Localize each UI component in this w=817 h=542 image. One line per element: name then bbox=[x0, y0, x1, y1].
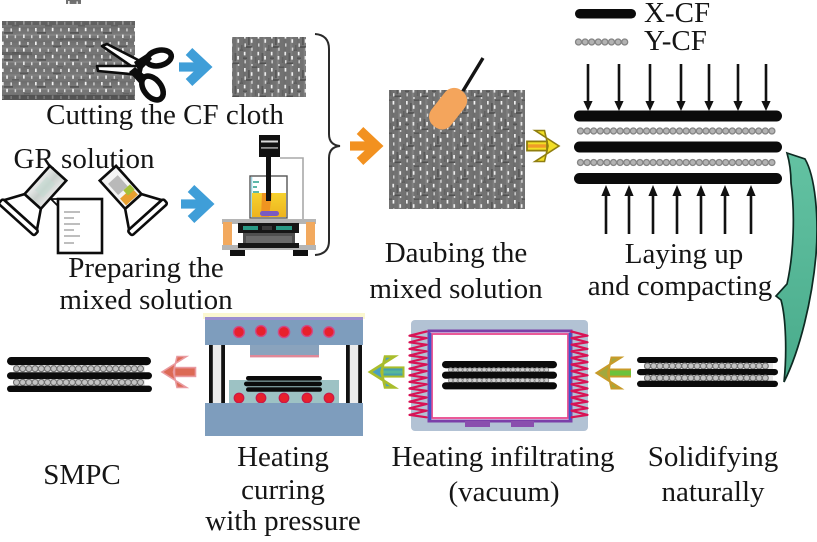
svg-text:GR solution: GR solution bbox=[14, 143, 155, 175]
svg-text:mixed solution: mixed solution bbox=[369, 273, 543, 305]
svg-text:Solidifying: Solidifying bbox=[648, 441, 779, 473]
svg-text:and compacting: and compacting bbox=[588, 270, 772, 302]
svg-text:X-CF: X-CF bbox=[644, 0, 710, 29]
svg-text:mixed solution: mixed solution bbox=[59, 284, 233, 316]
svg-text:Heating infiltrating: Heating infiltrating bbox=[391, 441, 614, 473]
svg-text:SMPC: SMPC bbox=[43, 459, 120, 491]
svg-text:Cutting the CF cloth: Cutting the CF cloth bbox=[46, 99, 284, 131]
svg-text:Preparing the: Preparing the bbox=[68, 252, 223, 284]
svg-text:Y-CF: Y-CF bbox=[644, 25, 707, 57]
svg-text:naturally: naturally bbox=[661, 476, 765, 508]
svg-text:with pressure: with pressure bbox=[205, 505, 360, 537]
svg-text:Laying up: Laying up bbox=[625, 238, 743, 270]
svg-text:Daubing the: Daubing the bbox=[385, 237, 528, 269]
svg-text:curring: curring bbox=[241, 474, 325, 506]
svg-text:Heating: Heating bbox=[237, 441, 329, 473]
svg-text:(vacuum): (vacuum) bbox=[448, 476, 559, 508]
